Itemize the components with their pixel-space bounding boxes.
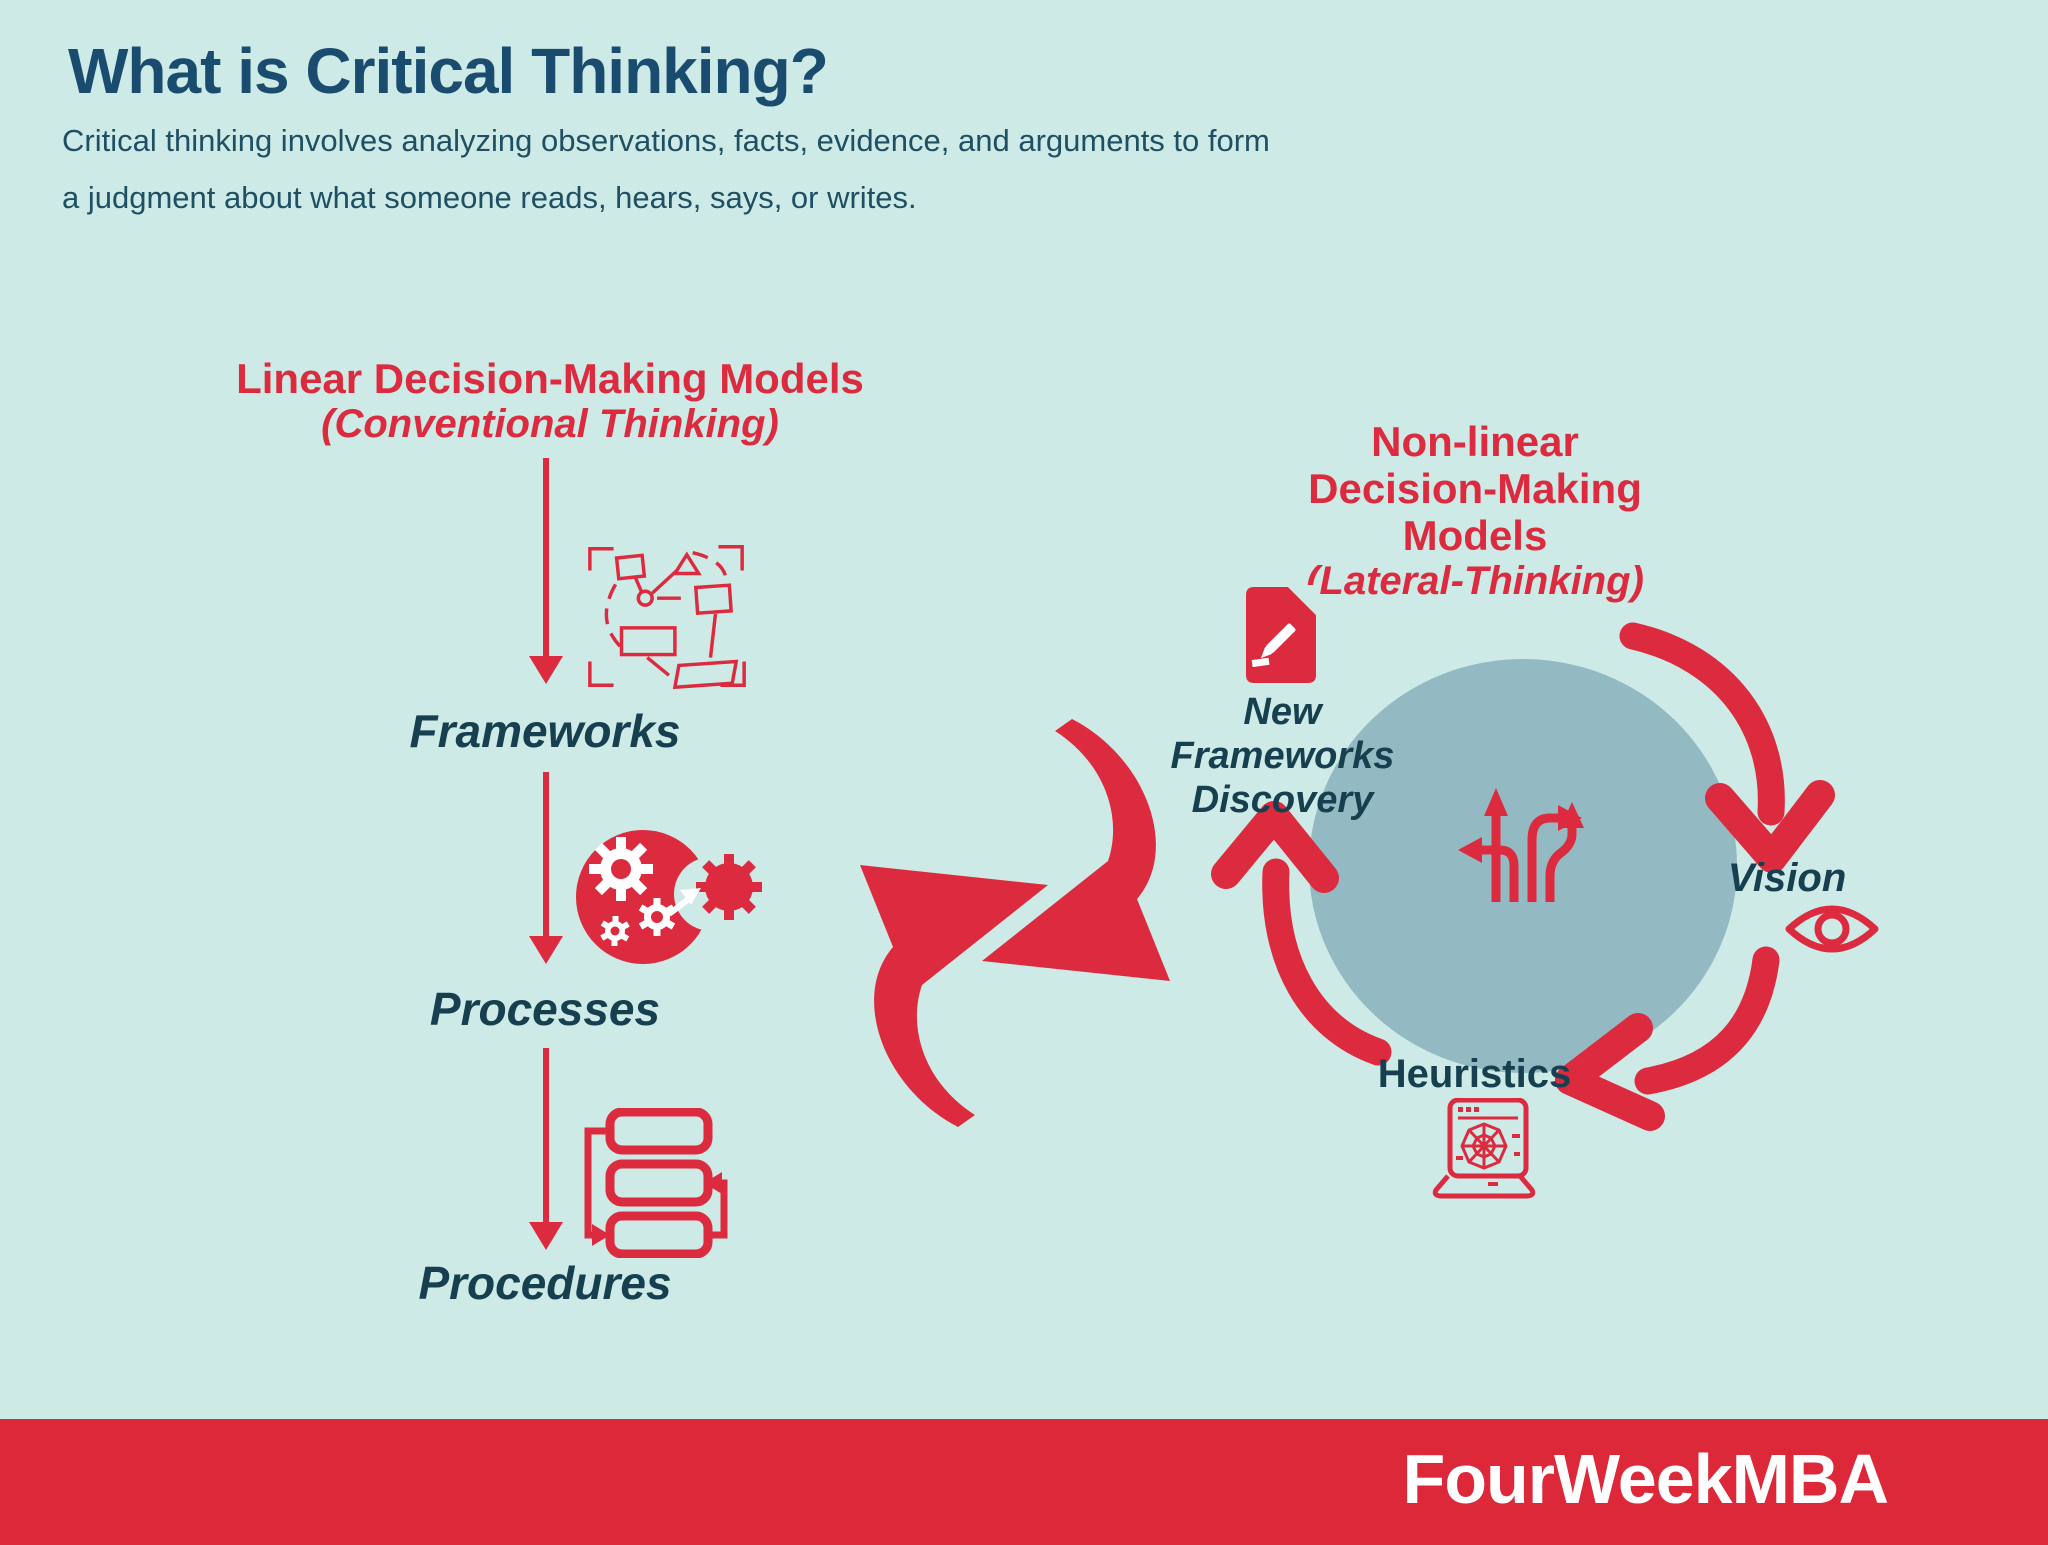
node-label-heuristics: Heuristics	[1377, 1052, 1572, 1096]
frameworks-blueprint-icon	[588, 545, 746, 690]
exchange-arrows-icon	[860, 719, 1170, 1127]
arc-top-right	[1619, 622, 1785, 826]
flowchart-steps-icon	[584, 1108, 728, 1258]
arc-bottom-right	[1634, 946, 1780, 1095]
gears-icon	[576, 830, 762, 964]
nonlinear-title-line-2: Decision-Making	[1308, 465, 1642, 513]
eye-icon	[1785, 905, 1879, 953]
branching-arrows-icon	[1458, 788, 1584, 902]
linear-models-subtitle: (Conventional Thinking)	[321, 402, 779, 447]
nonlinear-models-heading: Non-linear Decision-Making Models (Later…	[1235, 418, 1715, 604]
arc-bottom-right-head	[1555, 1013, 1665, 1131]
document-pencil-icon	[1246, 585, 1320, 683]
page-subtitle: Critical thinking involves analyzing obs…	[62, 112, 1270, 227]
nonlinear-subtitle: (Lateral-Thinking)	[1306, 559, 1644, 604]
cycle-arrows	[1211, 622, 1835, 1131]
brand-logo: FourWeekMBA	[1402, 1440, 1889, 1518]
arc-top-right-head	[1705, 780, 1835, 873]
laptop-web-icon	[1432, 1098, 1536, 1199]
flow-label-frameworks: Frameworks	[409, 705, 681, 757]
flow-label-procedures: Procedures	[418, 1257, 672, 1309]
arc-left	[1262, 858, 1392, 1066]
nonlinear-title-line-1: Non-linear	[1371, 418, 1579, 465]
linear-models-heading: Linear Decision-Making Models (Conventio…	[215, 355, 885, 447]
linear-models-title: Linear Decision-Making Models	[236, 355, 864, 402]
page-title: What is Critical Thinking?	[68, 35, 829, 107]
flow-label-processes: Processes	[429, 983, 661, 1035]
node-label-vision: Vision	[1727, 856, 1847, 900]
down-arrow-2	[543, 772, 549, 938]
footer-bar: FourWeekMBA	[0, 1419, 2048, 1545]
node-label-new-frameworks-discovery: New Frameworks Discovery	[1170, 691, 1395, 822]
arc-left-head	[1211, 801, 1339, 893]
cycle-background-circle	[1309, 659, 1737, 1073]
down-arrow-3	[543, 1048, 549, 1224]
page-subtitle-line-2: a judgment about what someone reads, hea…	[62, 180, 917, 216]
down-arrow-1	[543, 458, 549, 658]
page-subtitle-line-1: Critical thinking involves analyzing obs…	[62, 123, 1270, 158]
nonlinear-title-line-3: Models	[1402, 512, 1548, 560]
